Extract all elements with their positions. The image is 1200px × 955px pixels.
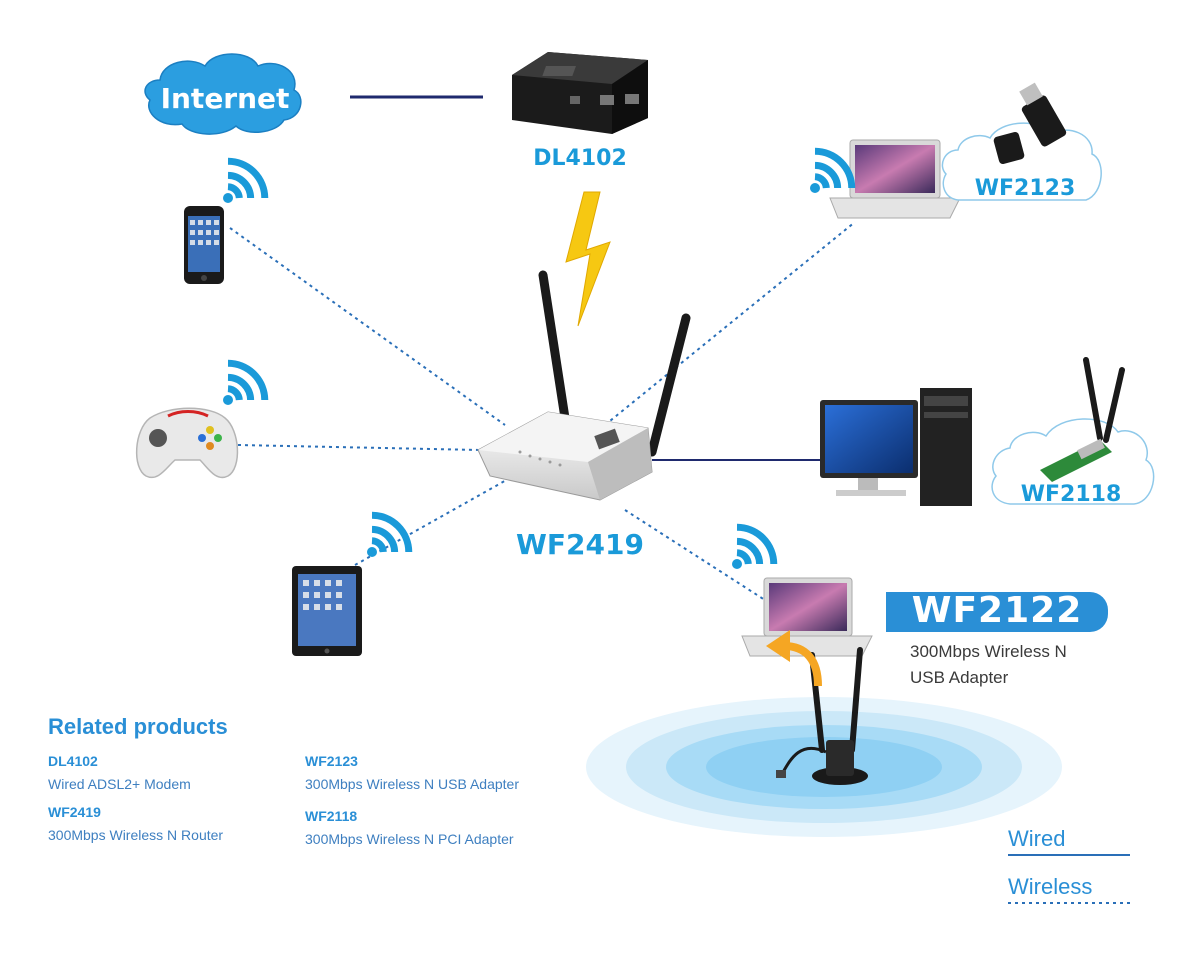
related-item-name: WF2123 [305, 753, 358, 769]
wifi-icon [223, 157, 269, 203]
lightning-bolt-icon [565, 191, 611, 327]
laptop-bottom-device [741, 577, 873, 657]
plug-in-arrow-icon [766, 630, 822, 687]
related-item-desc: 300Mbps Wireless N USB Adapter [305, 776, 519, 792]
usb-adapter-cloud [941, 82, 1102, 201]
pci-adapter-label: WF2118 [1020, 482, 1122, 507]
laptop-top-device [829, 139, 961, 219]
signal-ripple [586, 697, 1062, 837]
wf2122-label-pill [886, 592, 1108, 632]
internet-label: Internet [160, 82, 290, 115]
related-item-desc: 300Mbps Wireless N Router [48, 827, 224, 843]
featured-product-desc-2: USB Adapter [910, 668, 1009, 687]
related-item-name: WF2118 [305, 808, 358, 824]
related-products-title: Related products [48, 714, 228, 739]
wifi-icon [810, 147, 856, 193]
router-device [477, 270, 691, 501]
router-label: WF2419 [516, 528, 644, 561]
legend-wired-label: Wired [1008, 826, 1066, 851]
modem-label: DL4102 [533, 146, 627, 171]
modem-device [512, 52, 648, 134]
featured-product-desc-1: 300Mbps Wireless N [910, 642, 1067, 661]
wifi-icon [367, 511, 413, 557]
related-item-name: DL4102 [48, 753, 98, 769]
desktop-pc-device [820, 388, 972, 506]
related-item-desc: 300Mbps Wireless N PCI Adapter [305, 831, 514, 847]
game-controller-device [135, 407, 239, 479]
tablet-device [292, 566, 362, 656]
legend-lines [1008, 854, 1130, 904]
internet-cloud [144, 53, 302, 135]
wifi-icon [223, 359, 269, 405]
usb-adapter-top-label: WF2123 [974, 176, 1076, 201]
wifi-icon [732, 523, 778, 569]
featured-product-name: WF2122 [911, 590, 1083, 631]
related-item-desc: Wired ADSL2+ Modem [48, 776, 191, 792]
smartphone-device [184, 206, 224, 284]
pci-adapter-cloud [991, 357, 1155, 505]
wf2122-adapter-device [776, 647, 868, 785]
related-item-name: WF2419 [48, 804, 101, 820]
legend-wireless-label: Wireless [1008, 874, 1093, 899]
